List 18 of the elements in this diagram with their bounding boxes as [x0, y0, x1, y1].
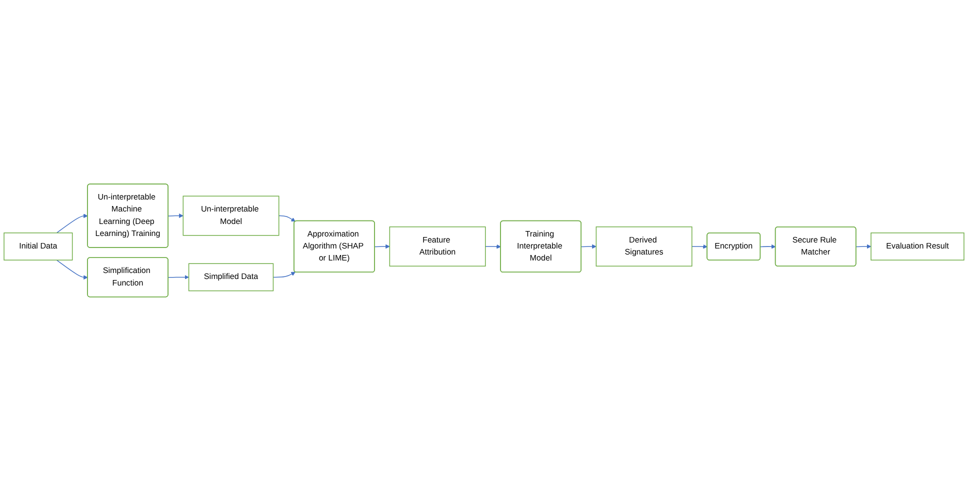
arrow	[485, 244, 501, 249]
node-box: Initial Data	[4, 232, 73, 261]
arrow	[692, 244, 708, 249]
arrow	[168, 214, 184, 218]
arrow	[374, 244, 390, 249]
arrow	[580, 244, 596, 249]
arrow	[168, 275, 189, 280]
node-box: Simplified Data	[188, 263, 274, 292]
arrow	[760, 244, 776, 249]
arrow	[56, 214, 88, 234]
node-box: Feature Attribution	[389, 226, 486, 267]
arrow	[856, 244, 872, 249]
arrow	[278, 215, 296, 222]
arrow	[56, 260, 88, 280]
arrow	[272, 272, 296, 278]
node-box: Un-interpretable Model	[182, 196, 280, 236]
node-box: Evaluation Result	[870, 232, 964, 261]
node-box: Derived Signatures	[596, 226, 692, 267]
